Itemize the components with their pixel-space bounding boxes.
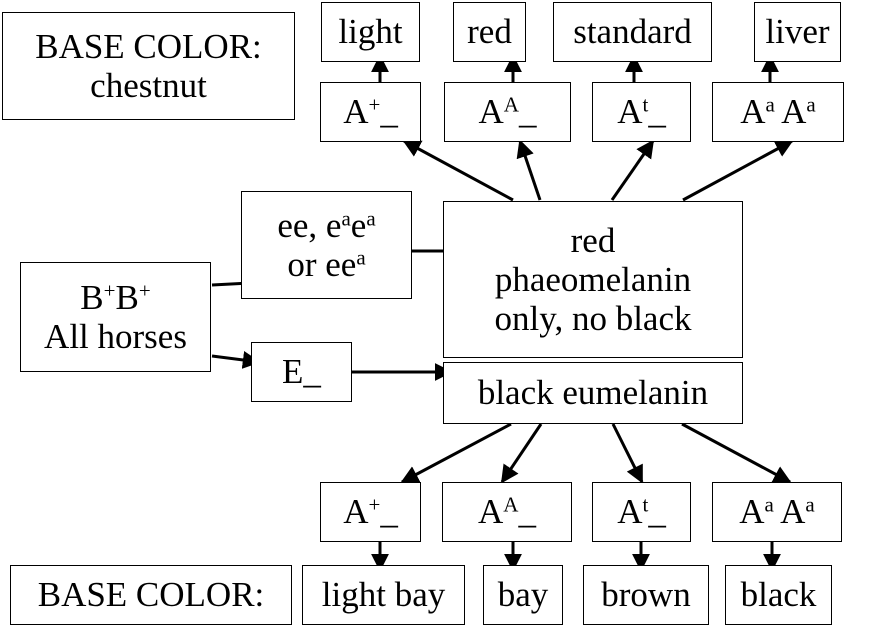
genotype-aplus-top-box: A+_ [320,82,421,142]
extension-recessive-line2: or eea [287,245,366,284]
extension-dominant-box: E_ [251,342,352,402]
result-liver-box: liver [754,2,841,62]
extension-dominant-label: E_ [282,352,321,392]
red-phaeomelanin-box: red phaeomelanin only, no black [443,201,743,358]
genotype-aplus-bottom: A+_ [343,492,398,532]
genotype-aA-top-box: AA_ [444,82,571,142]
red-pigment-line1: red [570,220,616,260]
arrow-red-to-at [610,139,655,201]
genotype-aA-top: AA_ [478,92,537,132]
genotype-aA-bottom: AA_ [478,492,536,532]
arrow-black-to-aplus [400,422,512,484]
arrow-black-to-at [611,423,644,484]
result-black: black [740,575,817,615]
base-color-value-top: chestnut [90,66,207,105]
result-black-box: black [725,565,832,625]
result-light-box: light [321,2,420,62]
red-pigment-line2: phaeomelanin [494,259,692,299]
result-light-bay-box: light bay [302,565,465,625]
result-brown-box: brown [583,565,709,625]
arrow-red-to-aplus [402,139,514,202]
result-light-bay: light bay [321,575,446,615]
result-red-box: red [453,2,526,62]
base-color-title-bottom: BASE COLOR: [37,575,265,615]
base-color-chestnut-box: BASE COLOR: chestnut [2,12,295,120]
red-pigment-line3: only, no black [494,299,692,339]
genotype-at-top: At_ [617,92,666,132]
extension-recessive-line1: ee, eaea [277,205,376,245]
start-all-horses-box: B+B+ All horses [20,262,211,372]
black-pigment-label: black eumelanin [477,373,709,413]
arrow-red-to-aA [516,139,542,201]
genotype-aplus-top: A+_ [343,92,398,132]
result-light: light [338,12,403,52]
result-brown: brown [601,575,691,615]
base-color-title-top: BASE COLOR: [35,26,262,66]
result-liver: liver [765,12,830,52]
result-bay: bay [497,575,549,615]
start-label: All horses [44,317,187,356]
genotype-at-bottom-box: At_ [592,482,691,542]
start-genotype: B+B+ [80,277,151,317]
arrow-black-to-aa [681,422,792,484]
arrow-black-to-aA [500,423,543,484]
extension-recessive-box: ee, eaea or eea [241,191,412,299]
result-standard-box: standard [553,2,712,62]
genotype-aplus-bottom-box: A+_ [320,482,421,542]
genotype-aA-bottom-box: AA_ [442,482,572,542]
black-eumelanin-box: black eumelanin [443,362,743,424]
result-red: red [467,12,512,52]
result-standard: standard [573,12,692,52]
genotype-at-top-box: At_ [592,82,691,142]
base-color-bottom-box: BASE COLOR: [10,565,292,625]
genotype-at-bottom: At_ [617,492,666,532]
arrow-red-to-aa [682,139,794,202]
result-bay-box: bay [483,565,563,625]
